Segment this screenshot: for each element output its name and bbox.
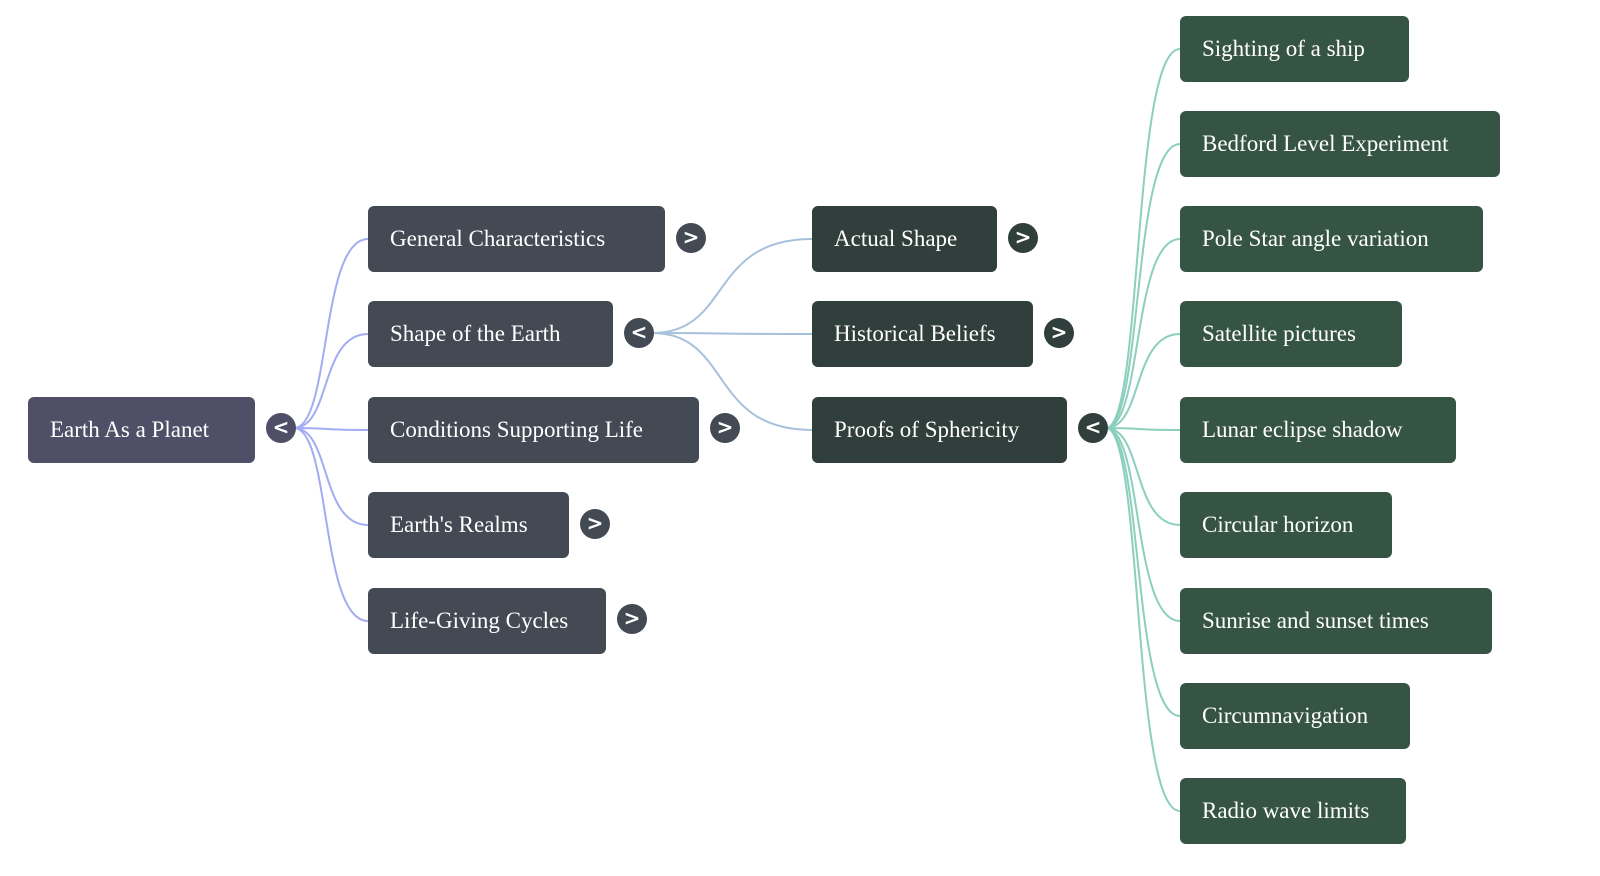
node-historical-beliefs[interactable]: Historical Beliefs: [812, 301, 1033, 367]
edge-level3: [1105, 427, 1181, 431]
node-radio-wave-limits[interactable]: Radio wave limits: [1180, 778, 1406, 844]
node-life-giving-cycles[interactable]: Life-Giving Cycles: [368, 588, 606, 654]
node-shape-of-the-earth[interactable]: Shape of the Earth: [368, 301, 613, 367]
node-sunrise-and-sunset-times[interactable]: Sunrise and sunset times: [1180, 588, 1492, 654]
edge-level3: [1105, 48, 1181, 429]
node-sighting-of-a-ship[interactable]: Sighting of a ship: [1180, 16, 1409, 82]
node-bedford-level-experiment[interactable]: Bedford Level Experiment: [1180, 111, 1500, 177]
node-satellite-pictures[interactable]: Satellite pictures: [1180, 301, 1402, 367]
node-general-characteristics[interactable]: General Characteristics: [368, 206, 665, 272]
node-lunar-eclipse-shadow[interactable]: Lunar eclipse shadow: [1180, 397, 1456, 463]
edge-level3: [1105, 427, 1181, 717]
node-root[interactable]: Earth As a Planet: [28, 397, 255, 463]
collapse-toggle-icon[interactable]: <: [266, 413, 296, 443]
edge-level3: [1105, 427, 1181, 622]
node-conditions-supporting-life[interactable]: Conditions Supporting Life: [368, 397, 699, 463]
edge-level1: [293, 238, 369, 429]
node-circular-horizon[interactable]: Circular horizon: [1180, 492, 1392, 558]
expand-toggle-icon[interactable]: >: [617, 604, 647, 634]
edge-level1: [293, 427, 369, 431]
edge-level2: [651, 332, 813, 431]
collapse-toggle-icon[interactable]: <: [1078, 413, 1108, 443]
edge-level3: [1105, 427, 1181, 812]
node-actual-shape[interactable]: Actual Shape: [812, 206, 997, 272]
node-proofs-of-sphericity[interactable]: Proofs of Sphericity: [812, 397, 1067, 463]
expand-toggle-icon[interactable]: >: [676, 223, 706, 253]
edge-level3: [1105, 333, 1181, 429]
collapse-toggle-icon[interactable]: <: [624, 318, 654, 348]
edge-level3: [1105, 143, 1181, 429]
node-pole-star-angle-variation[interactable]: Pole Star angle variation: [1180, 206, 1483, 272]
edge-level2: [651, 332, 813, 335]
expand-toggle-icon[interactable]: >: [1044, 318, 1074, 348]
expand-toggle-icon[interactable]: >: [580, 509, 610, 539]
edge-level1: [293, 427, 369, 622]
edge-level2: [651, 238, 813, 334]
expand-toggle-icon[interactable]: >: [710, 413, 740, 443]
node-circumnavigation[interactable]: Circumnavigation: [1180, 683, 1410, 749]
edge-level1: [293, 427, 369, 526]
edge-level3: [1105, 427, 1181, 526]
edge-level3: [1105, 238, 1181, 429]
expand-toggle-icon[interactable]: >: [1008, 223, 1038, 253]
edge-level1: [293, 333, 369, 429]
node-earths-realms[interactable]: Earth's Realms: [368, 492, 569, 558]
